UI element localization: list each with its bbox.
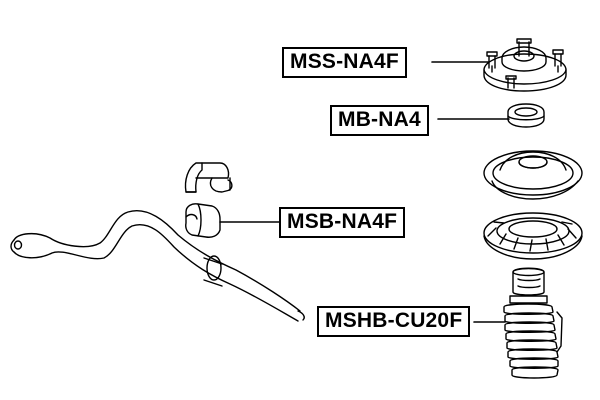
spring-pad-drawing (483, 212, 583, 260)
bushing-drawing (185, 203, 280, 238)
part-label-bearing: MB-NA4 (330, 105, 429, 136)
part-label-strut-mount: MSS-NA4F (282, 47, 407, 78)
part-label-stabilizer-bushing: MSB-NA4F (279, 207, 406, 238)
dust-boot-drawing (473, 267, 563, 379)
part-label-shock-boot: MSHB-CU20F (317, 306, 471, 337)
bracket-drawing (184, 162, 233, 193)
spring-seat-drawing (483, 150, 583, 200)
stabilizer-bar-drawing (10, 210, 305, 322)
strut-mount-drawing (431, 38, 567, 92)
bearing-drawing (437, 103, 545, 128)
